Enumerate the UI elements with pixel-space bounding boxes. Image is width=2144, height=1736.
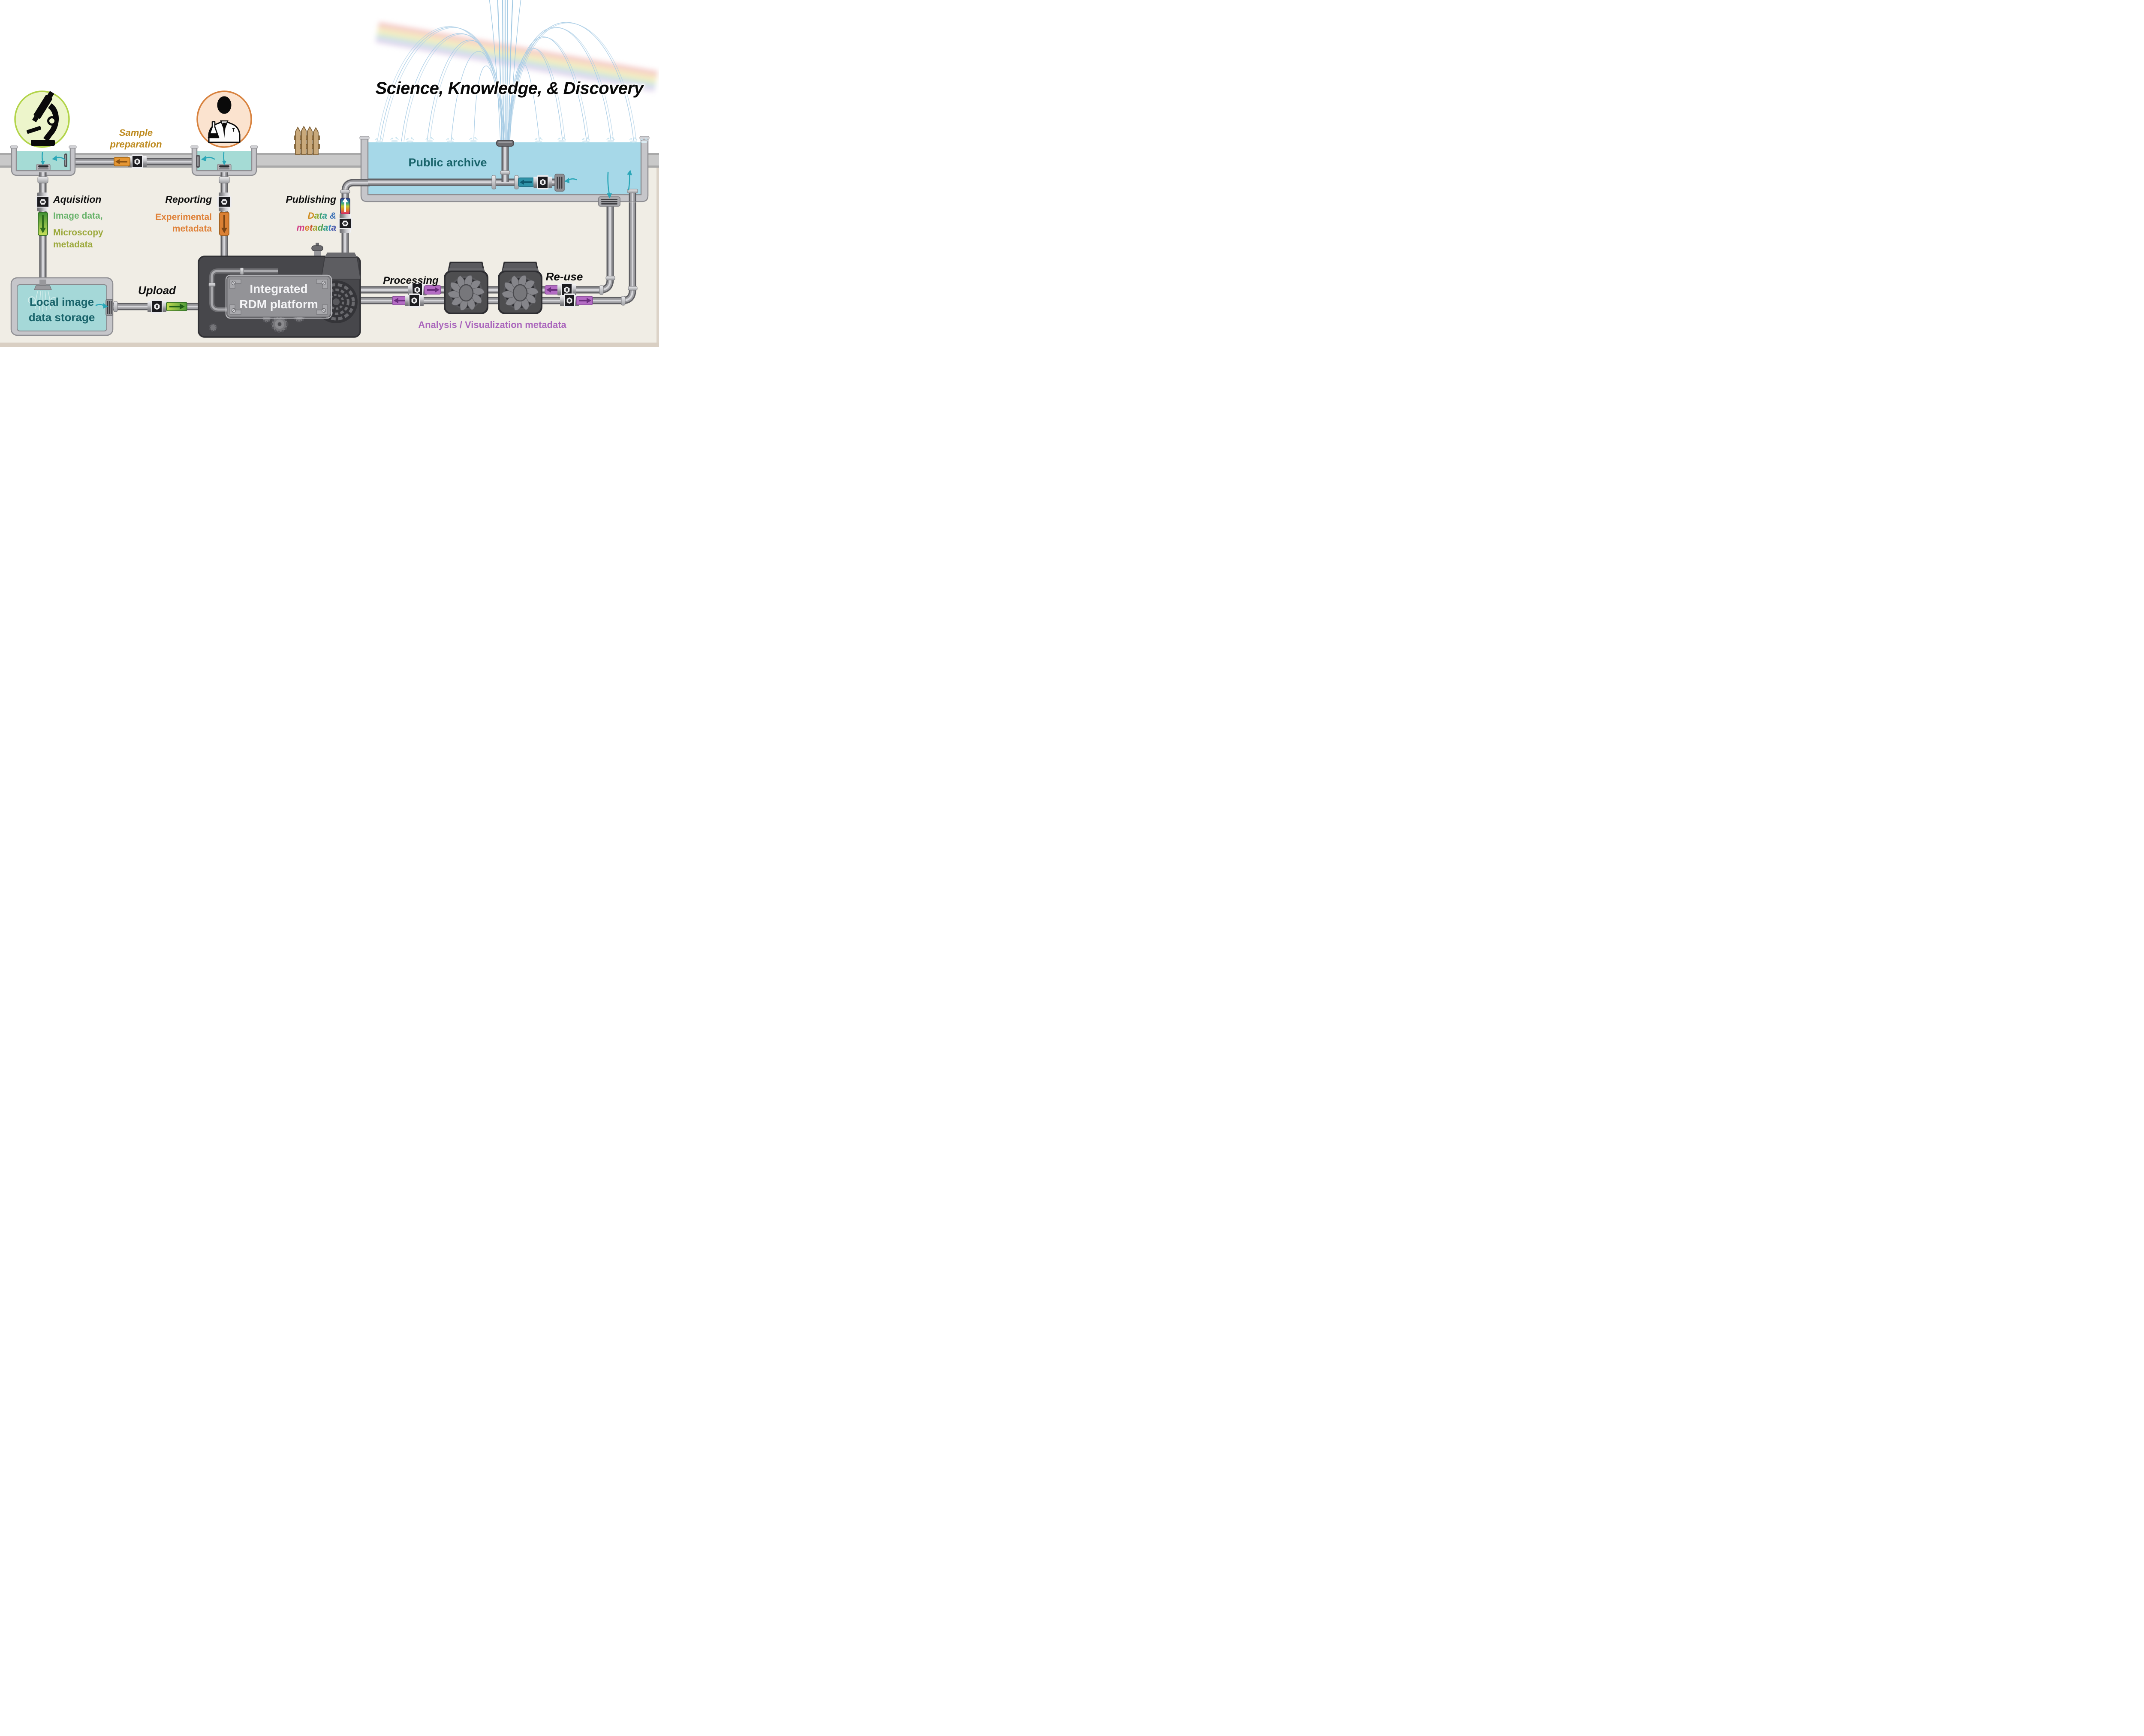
archive-return-stub [627, 189, 638, 202]
storage-outlet-grate [105, 299, 113, 316]
bottom-edge-strip [0, 343, 659, 347]
right-edge-strip [656, 168, 659, 347]
fountain-nozzle [496, 140, 514, 147]
diagram-canvas: Science, Knowledge, & Discovery Sample p… [0, 0, 659, 347]
processing-fan [444, 262, 488, 314]
processing-valve-return [392, 294, 424, 308]
acquisition-valve [36, 193, 50, 236]
label-upload: Upload [138, 284, 176, 297]
archive-intake-valve [518, 175, 552, 190]
label-reporting-data: Experimental metadata [155, 212, 212, 234]
flow-arrow-right-icon [579, 298, 591, 304]
label-publishing-data2: metadata [296, 223, 336, 233]
scientist-icon [196, 90, 252, 148]
page-title: Science, Knowledge, & Discovery [375, 79, 644, 98]
flow-arrow-left-icon [520, 180, 532, 185]
archive-intake-grate [554, 174, 565, 192]
reuse-valve-return [560, 294, 593, 308]
platform-nameplate [225, 274, 332, 319]
flow-arrow-down-icon [40, 215, 46, 233]
diagram-art [0, 0, 659, 347]
label-publishing-data1: Data & [307, 211, 336, 221]
label-public-archive: Public archive [408, 156, 487, 169]
processing-reuse-pipes [360, 202, 638, 306]
label-processing: Processing [383, 275, 439, 286]
label-reuse: Re-use [545, 270, 583, 283]
publishing-valve [338, 198, 352, 233]
flow-arrow-left-icon [546, 287, 559, 293]
label-publishing: Publishing [286, 194, 336, 205]
rdm-platform [198, 243, 361, 338]
fountain-icon [377, 0, 637, 142]
publishing-pipe [340, 179, 370, 257]
label-acquisition-data2: Microscopy metadata [53, 228, 103, 250]
rainbow-icon [375, 22, 658, 92]
label-local-storage: Local image data storage [28, 295, 95, 324]
label-reporting: Reporting [165, 194, 212, 205]
flow-arrows-troughs [41, 152, 226, 165]
flow-arrow-left-icon [115, 159, 127, 164]
reporting-valve [217, 193, 232, 236]
shower-icon [28, 280, 58, 312]
label-acquisition-data1: Image data, [53, 211, 103, 221]
reuse-fan [498, 262, 542, 314]
processing-valve-out [408, 283, 441, 297]
fence-icon [294, 126, 320, 155]
upload-valve [148, 300, 187, 314]
label-sample-preparation: Sample preparation [110, 127, 162, 150]
archive-drain-grate [598, 196, 620, 207]
flow-arrow-right-icon [427, 287, 440, 293]
reuse-valve-in [545, 283, 576, 297]
label-acquisition: Aquisition [53, 194, 102, 205]
platform-hopper [320, 253, 361, 280]
flask-icon [208, 121, 220, 138]
label-rdm-platform: Integrated RDM platform [239, 282, 318, 311]
microscope-icon [14, 90, 70, 148]
sample-preparation-valve [114, 155, 147, 169]
flow-arrow-left-icon [394, 298, 406, 304]
flow-arrow-down-icon [221, 215, 227, 233]
flow-arrow-right-icon [169, 304, 185, 310]
flow-arrow-up-icon [342, 198, 348, 212]
label-analysis-metadata: Analysis / Visualization metadata [418, 319, 566, 330]
